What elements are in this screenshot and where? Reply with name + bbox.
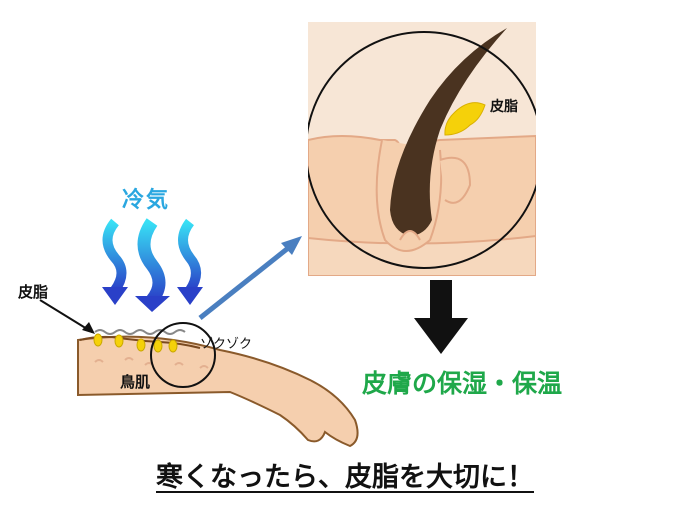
sebum-gland	[444, 102, 486, 136]
moisture-warmth-label: 皮膚の保湿・保温	[362, 369, 563, 398]
goosebumps-label: 鳥肌	[120, 373, 151, 391]
cold-air-arrows	[102, 218, 201, 305]
shiver-label: ゾクゾク	[200, 337, 253, 352]
zoom-circle	[150, 322, 216, 388]
slogan: 寒くなったら、皮脂を大切に！	[156, 462, 534, 493]
sebum-line	[94, 329, 186, 335]
sebum-label: 皮脂	[18, 283, 49, 301]
cold-air-label: 冷気	[122, 188, 171, 213]
zoom-panel	[308, 22, 536, 276]
hair	[390, 28, 507, 236]
sebum-zoom-label: 皮脂	[490, 99, 518, 115]
pointer-arrow-icon	[281, 236, 302, 255]
down-arrow-icon	[414, 280, 468, 354]
